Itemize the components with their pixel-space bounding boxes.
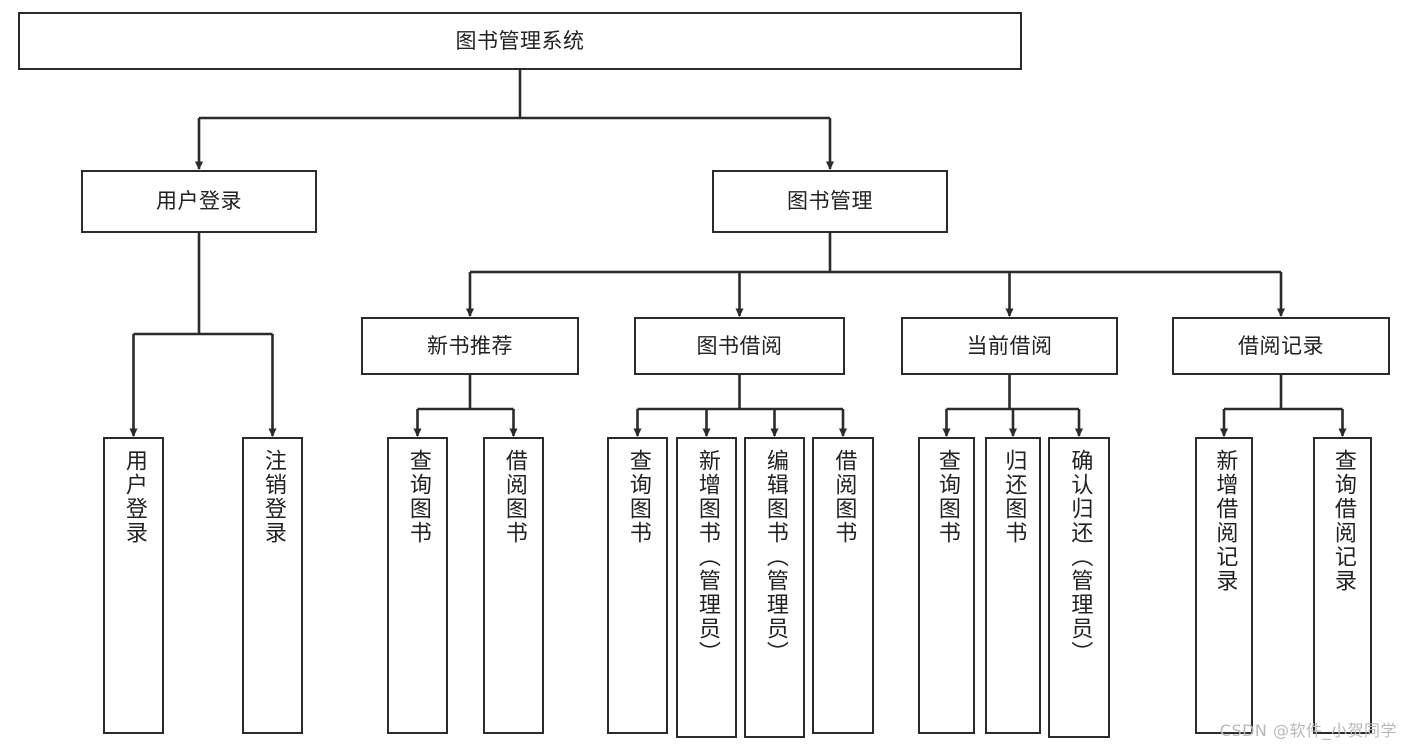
leaf-add-book-label: 新增图书（管理员） — [694, 449, 720, 665]
leaf-logout-label: 注销登录 — [260, 449, 286, 545]
leaf-borrow-book-recommend-label: 借阅图书 — [501, 449, 527, 545]
node-book-manage[interactable]: 图书管理 — [712, 170, 948, 233]
node-book-borrow-label: 图书借阅 — [696, 333, 783, 358]
node-new-book-recommend[interactable]: 新书推荐 — [361, 317, 579, 375]
leaf-query-book-current[interactable]: 查询图书 — [918, 437, 975, 734]
leaf-edit-book-label: 编辑图书（管理员） — [762, 449, 788, 665]
leaf-return-book[interactable]: 归还图书 — [985, 437, 1041, 734]
leaf-query-borrow-record-label: 查询借阅记录 — [1330, 449, 1356, 593]
csdn-watermark: CSDN @软件_小贺同学 — [1219, 721, 1397, 740]
leaf-query-book-recommend[interactable]: 查询图书 — [387, 437, 448, 734]
node-user-login[interactable]: 用户登录 — [81, 170, 317, 233]
leaf-query-book-recommend-label: 查询图书 — [405, 449, 431, 545]
leaf-edit-book[interactable]: 编辑图书（管理员） — [744, 437, 805, 738]
leaf-borrow-book[interactable]: 借阅图书 — [812, 437, 874, 734]
leaf-query-borrow-record[interactable]: 查询借阅记录 — [1313, 437, 1372, 734]
leaf-logout[interactable]: 注销登录 — [242, 437, 303, 734]
node-borrow-record-label: 借阅记录 — [1238, 333, 1324, 358]
node-root-label: 图书管理系统 — [455, 28, 585, 53]
node-current-borrow[interactable]: 当前借阅 — [901, 317, 1118, 375]
leaf-borrow-book-label: 借阅图书 — [831, 449, 857, 545]
node-book-borrow[interactable]: 图书借阅 — [634, 317, 845, 375]
leaf-confirm-return-label: 确认归还（管理员） — [1067, 449, 1093, 665]
leaf-query-book-current-label: 查询图书 — [934, 449, 960, 545]
node-borrow-record[interactable]: 借阅记录 — [1172, 317, 1390, 375]
leaf-query-book-borrow[interactable]: 查询图书 — [607, 437, 668, 734]
leaf-confirm-return[interactable]: 确认归还（管理员） — [1048, 437, 1110, 738]
node-current-borrow-label: 当前借阅 — [966, 333, 1053, 358]
leaf-query-book-borrow-label: 查询图书 — [625, 449, 651, 545]
leaf-user-login-label: 用户登录 — [121, 449, 147, 545]
leaf-return-book-label: 归还图书 — [1001, 449, 1027, 545]
node-user-login-label: 用户登录 — [156, 189, 242, 214]
leaf-add-book[interactable]: 新增图书（管理员） — [676, 437, 737, 738]
leaf-add-borrow-record[interactable]: 新增借阅记录 — [1195, 437, 1253, 734]
leaf-user-login[interactable]: 用户登录 — [103, 437, 164, 734]
node-root[interactable]: 图书管理系统 — [18, 12, 1022, 70]
node-new-book-recommend-label: 新书推荐 — [427, 333, 513, 358]
node-book-manage-label: 图书管理 — [787, 189, 873, 214]
leaf-add-borrow-record-label: 新增借阅记录 — [1212, 449, 1238, 593]
leaf-borrow-book-recommend[interactable]: 借阅图书 — [483, 437, 544, 734]
